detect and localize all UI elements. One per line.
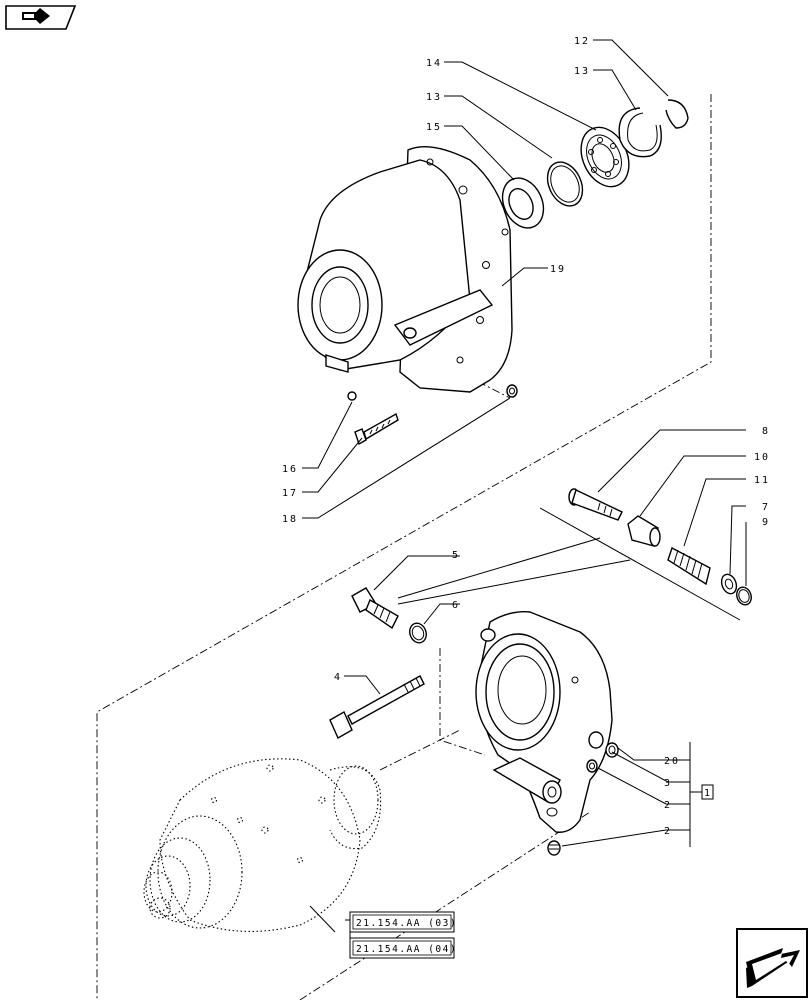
- circlip: [665, 99, 689, 129]
- o-ring-9: [736, 586, 752, 606]
- leader-lines: [302, 39, 747, 933]
- book-arrow-icon[interactable]: [5, 5, 77, 30]
- hydraulic-motor-phantom: [143, 758, 382, 932]
- callout-1: 1: [704, 788, 712, 799]
- plug-3: [605, 742, 619, 758]
- washer-7: [720, 573, 738, 595]
- cap-screw: [354, 412, 399, 446]
- bolt-8: [568, 488, 623, 521]
- adapter-10: [627, 515, 661, 547]
- callout-7: 7: [762, 502, 770, 513]
- reference-label-03: 21.154.AA (03): [356, 918, 457, 929]
- callout-6: 6: [452, 600, 460, 611]
- reference-box-04[interactable]: 21.154.AA (04): [349, 937, 457, 959]
- small-ball: [347, 391, 357, 401]
- callout-16: 16: [282, 464, 298, 475]
- end-cover: [475, 611, 613, 833]
- callout-8: 8: [762, 426, 770, 437]
- callout-1-box: [701, 784, 714, 800]
- phantom-outline-lower: [299, 811, 591, 1000]
- gear-housing: [297, 145, 513, 393]
- callout-5: 5: [452, 550, 460, 561]
- group-line: [397, 537, 601, 599]
- plug-2-upper: [586, 759, 598, 773]
- callout-20: 20: [664, 756, 680, 767]
- callout-2-lower: 2: [664, 826, 672, 837]
- reference-box-03[interactable]: 21.154.AA (03): [349, 911, 457, 933]
- plug-2-lower: [547, 840, 561, 856]
- reference-label-04: 21.154.AA (04): [356, 944, 457, 955]
- grease-nipple: [506, 384, 518, 398]
- axis-line: [379, 729, 461, 771]
- callout-15: 15: [426, 122, 442, 133]
- callout-2-upper: 2: [664, 800, 672, 811]
- callout-14: 14: [426, 58, 442, 69]
- bolt-4: [329, 675, 425, 739]
- callout-12: 12: [574, 36, 590, 47]
- ring-6: [409, 622, 427, 644]
- next-page-arrow-icon[interactable]: [736, 928, 808, 998]
- callout-10: 10: [754, 452, 770, 463]
- callout-17: 17: [282, 488, 298, 499]
- spring-11: [667, 546, 711, 586]
- callout-9: 9: [762, 517, 770, 528]
- phantom-outline: [96, 94, 712, 1000]
- plug-5: [351, 587, 399, 630]
- callout-3: 3: [664, 778, 672, 789]
- callout-4: 4: [334, 672, 342, 683]
- seal-ring: [501, 177, 545, 229]
- callout-13-inner: 13: [426, 92, 442, 103]
- snap-ring-outer: [618, 107, 662, 158]
- callout-13-outer: 13: [574, 66, 590, 77]
- callout-11: 11: [754, 475, 770, 486]
- callout-18: 18: [282, 514, 298, 525]
- group-line: [539, 507, 741, 621]
- group-line: [397, 559, 631, 605]
- snap-ring-inner: [546, 161, 584, 207]
- callout-19: 19: [550, 264, 566, 275]
